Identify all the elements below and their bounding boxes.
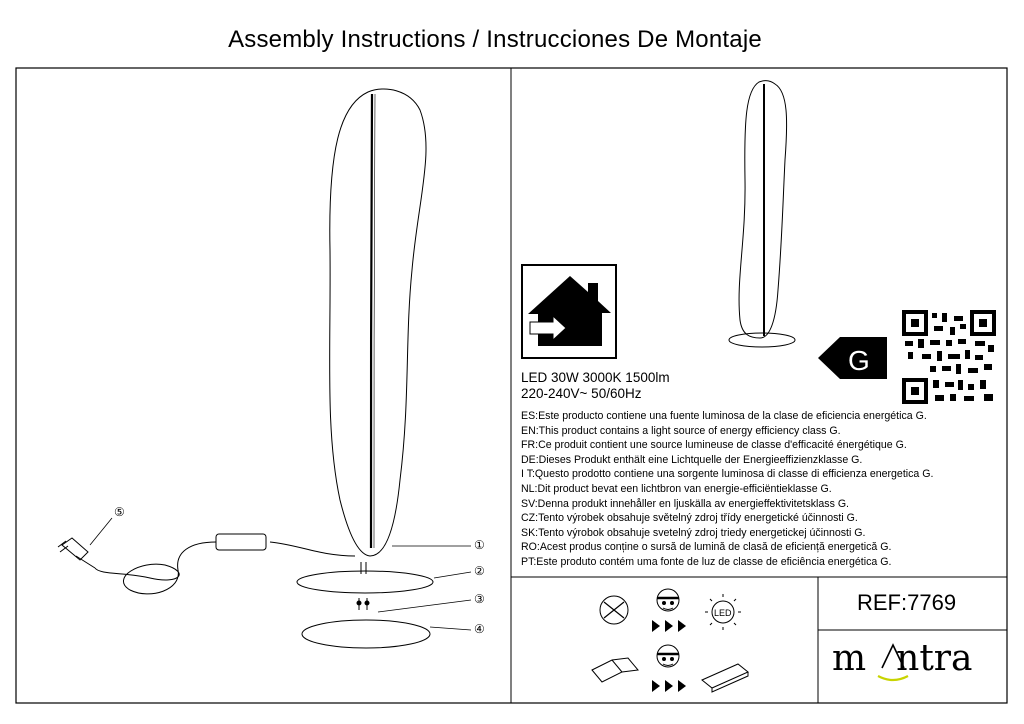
eff-it: I T:Questo prodotto contiene una sorgent…: [521, 468, 934, 481]
lamp-drawing-large: [57, 88, 434, 649]
indoor-use-house-icon: [521, 264, 617, 359]
wire-connect-icon: [591, 657, 639, 683]
energy-class-arrow-icon: G: [818, 337, 887, 379]
product-specs: LED 30W 3000K 1500lm 220-240V~ 50/60Hz: [521, 370, 670, 402]
eff-ro: RO:Acest produs conține o sursă de lumin…: [521, 541, 892, 554]
plug-icon: [61, 537, 89, 561]
specs-voltage: 220-240V~ 50/60Hz: [521, 386, 642, 401]
callout-5: ⑤: [114, 505, 125, 519]
eff-es: ES:Este producto contiene una fuente lum…: [521, 410, 927, 422]
callout-leaders: [89, 517, 472, 631]
eff-en: EN:This product contains a light source …: [521, 424, 841, 437]
lamp-light-bar: [369, 93, 374, 549]
lamp-drawing-small: [728, 80, 796, 348]
arrows-icon: [652, 620, 686, 632]
plug-cable: [75, 555, 96, 569]
driver-box: [215, 533, 267, 551]
logo-smile: [877, 675, 909, 682]
screws: [356, 598, 370, 610]
assembly-symbols: LED: [591, 588, 749, 693]
logo-lambda: [881, 643, 905, 669]
led-sun-icon: LED: [705, 594, 741, 630]
page-title: Assembly Instructions / Instrucciones De…: [228, 26, 762, 53]
lamp-shade: [329, 88, 427, 557]
no-disassembly-icon: [599, 595, 629, 625]
efficiency-statements: ES:Este producto contiene una fuente lum…: [521, 409, 933, 570]
qr-code-icon: [902, 310, 996, 404]
callout-1: ①: [474, 538, 485, 552]
weighted-base: [301, 619, 431, 649]
power-cable: [269, 541, 356, 557]
energy-class-label: G: [848, 345, 870, 376]
driver-icon: [701, 663, 749, 693]
eff-fr: FR:Ce produit contient une source lumine…: [521, 439, 907, 452]
base-plate: [296, 570, 434, 594]
callout-4: ④: [474, 622, 485, 636]
eff-cz: CZ:Tento výrobek obsahuje světelný zdroj…: [521, 512, 858, 525]
eff-sv: SV:Denna produkt innehåller en ljuskälla…: [521, 497, 849, 510]
arrows-icon-2: [652, 680, 686, 692]
reference-number: REF:7769: [857, 590, 957, 615]
installer-face-icon: [656, 588, 680, 612]
logo-left: m: [832, 638, 867, 679]
installer-face-icon-2: [656, 644, 680, 668]
eff-sk: SK:Tento výrobok obsahuje svetelný zdroj…: [521, 526, 866, 539]
callout-2: ②: [474, 564, 485, 578]
specs-power: LED 30W 3000K 1500lm: [521, 370, 670, 385]
eff-de: DE:Dieses Produkt enthält eine Lichtquel…: [521, 453, 863, 466]
svg-text:LED: LED: [714, 608, 732, 618]
logo-right: ntra: [896, 638, 973, 679]
eff-nl: NL:Dit product bevat een lichtbron van e…: [521, 482, 832, 495]
callout-3: ③: [474, 592, 485, 606]
eff-pt: PT:Este produto contém uma fonte de luz …: [521, 555, 892, 568]
